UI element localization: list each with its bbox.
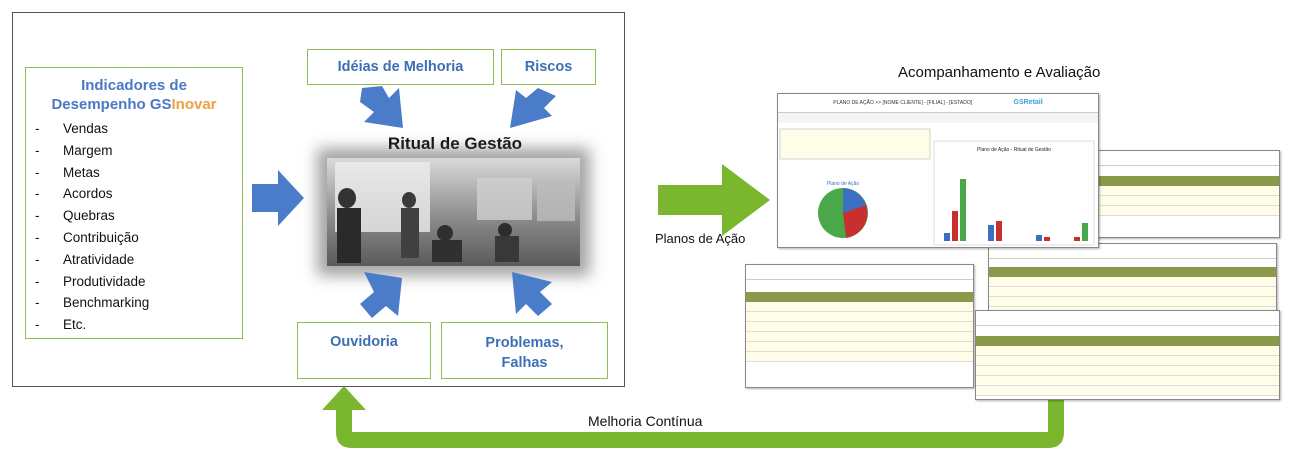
doc-dashboard: Plano de Ação - Ritual de Gestão Plano d…	[778, 113, 1098, 246]
list-item: Metas	[35, 162, 242, 184]
planos-label: Planos de Ação	[655, 231, 746, 246]
doc-pie-title: Plano de Ação	[827, 181, 859, 187]
melhoria-label: Melhoria Contínua	[588, 413, 703, 429]
indicators-title-brand: Inovar	[171, 96, 217, 113]
riscos-box: Riscos	[501, 49, 596, 85]
indicators-box: Indicadores de Desempenho GSInovar Venda…	[25, 67, 243, 339]
feedback-loop-arrow-icon	[322, 386, 1064, 448]
list-item: Etc.	[35, 314, 242, 336]
list-item: Quebras	[35, 205, 242, 227]
list-item: Benchmarking	[35, 292, 242, 314]
doc-main-header: PLANO DE AÇÃO >> [NOME CLIENTE] - [FILIA…	[778, 94, 1098, 113]
ideias-label: Idéias de Melhoria	[337, 59, 464, 75]
green-arrow-right-icon	[658, 164, 770, 236]
arrow-right-icon	[252, 170, 304, 226]
arrow-up-right-icon	[360, 272, 402, 318]
problemas-label-line2: Falhas	[501, 355, 548, 371]
doc-chart-title: Plano de Ação - Ritual de Gestão	[977, 147, 1051, 153]
indicators-list: Vendas Margem Metas Acordos Quebras Cont…	[35, 118, 242, 336]
arrow-down-left-icon	[510, 88, 556, 128]
doc-main-header-text: PLANO DE AÇÃO >> [NOME CLIENTE] - [FILIA…	[833, 100, 973, 106]
list-item: Margem	[35, 140, 242, 162]
doc-thumbnail-3	[988, 243, 1277, 317]
list-item: Atratividade	[35, 249, 242, 271]
doc-thumbnail-4	[745, 264, 974, 388]
ouvidoria-box: Ouvidoria	[297, 322, 431, 379]
doc-thumbnail-2	[1082, 150, 1280, 238]
acompanhamento-title: Acompanhamento e Avaliação	[898, 64, 1101, 81]
doc-header	[1083, 151, 1279, 166]
ouvidoria-label: Ouvidoria	[330, 334, 398, 350]
list-item: Acordos	[35, 183, 242, 205]
indicators-title-line1: Indicadores de	[81, 77, 187, 94]
arrow-down-right-icon	[360, 86, 403, 128]
doc-thumbnail-5	[975, 310, 1280, 400]
indicators-title-line2: Desempenho GS	[51, 96, 172, 113]
meeting-photo	[327, 158, 580, 266]
doc-brand: GSRetail	[1013, 99, 1043, 106]
arrow-up-left-icon	[512, 272, 552, 316]
problemas-label: Problemas, Falhas	[442, 333, 607, 373]
riscos-label: Riscos	[524, 59, 573, 75]
doc-thumbnail-1: PLANO DE AÇÃO >> [NOME CLIENTE] - [FILIA…	[777, 93, 1099, 248]
ritual-title: Ritual de Gestão	[387, 134, 523, 153]
list-item: Contribuição	[35, 227, 242, 249]
meeting-photo-figures	[335, 162, 575, 263]
indicators-title: Indicadores de Desempenho GSInovar	[26, 76, 242, 114]
list-item: Produtividade	[35, 271, 242, 293]
list-item: Vendas	[35, 118, 242, 140]
problemas-box: Problemas, Falhas	[441, 322, 608, 379]
problemas-label-line1: Problemas,	[485, 335, 564, 351]
ideias-box: Idéias de Melhoria	[307, 49, 494, 85]
